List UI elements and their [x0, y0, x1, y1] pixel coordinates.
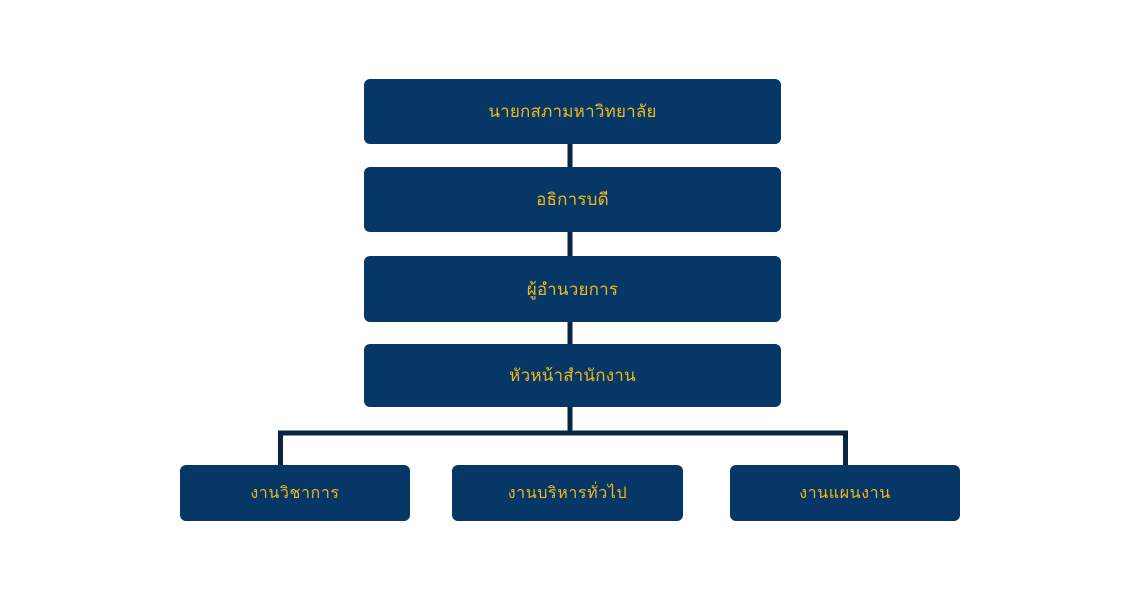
node-office-head: หัวหน้าสำนักงาน: [364, 344, 781, 407]
node-label: อธิการบดี: [536, 190, 609, 210]
node-academic-affairs: งานวิชาการ: [180, 465, 410, 521]
node-label: ผู้อำนวยการ: [526, 279, 619, 300]
connector-group: [278, 144, 848, 465]
node-university-council-president: นายกสภามหาวิทยาลัย: [364, 79, 781, 144]
node-rector: อธิการบดี: [364, 167, 781, 232]
node-label: นายกสภามหาวิทยาลัย: [488, 102, 657, 122]
node-label: งานวิชาการ: [250, 482, 340, 502]
node-label: งานบริหารทั่วไป: [507, 482, 628, 502]
node-label: หัวหน้าสำนักงาน: [509, 366, 636, 386]
node-director: ผู้อำนวยการ: [364, 256, 781, 322]
node-planning: งานแผนงาน: [730, 465, 960, 521]
node-general-administration: งานบริหารทั่วไป: [452, 465, 683, 521]
node-label: งานแผนงาน: [799, 482, 891, 502]
